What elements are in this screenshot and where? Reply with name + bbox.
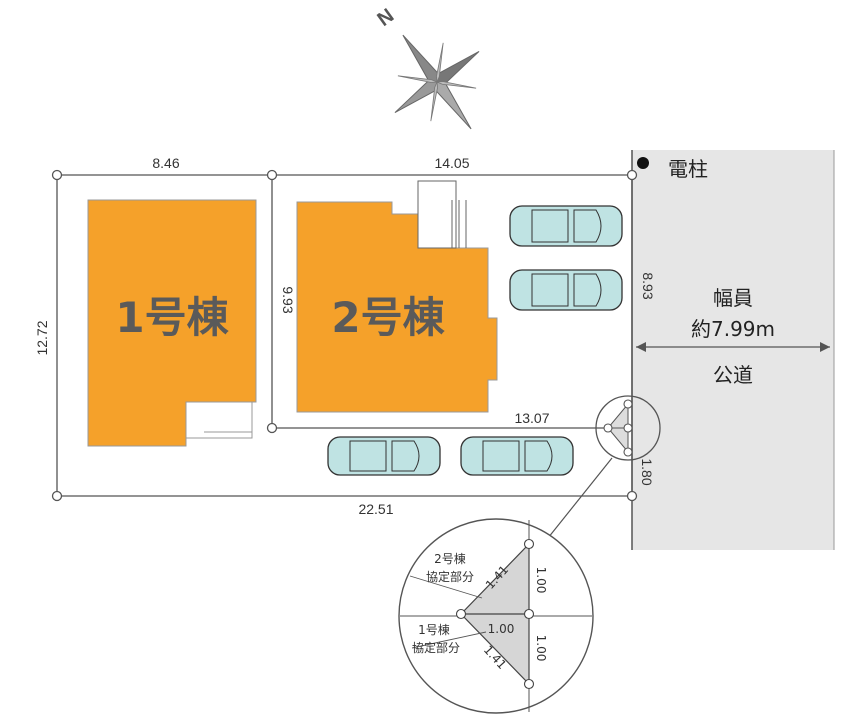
building-1-label: 1号棟	[115, 293, 229, 342]
building-2-porch	[417, 180, 457, 249]
detail-connector-line	[547, 457, 613, 539]
dim-left-side: 12.72	[34, 320, 50, 355]
dim-bottom: 22.51	[358, 501, 393, 517]
utility-pole-label: 電柱	[668, 157, 708, 181]
road-width-arrow	[636, 342, 830, 352]
detail-share-1-line2: 協定部分	[412, 640, 460, 655]
building-2	[296, 201, 498, 413]
corner-detail-enlarged	[398, 518, 594, 714]
dim-top-left: 8.46	[152, 155, 179, 171]
compass-north-label: N	[374, 5, 399, 31]
car-3	[327, 436, 441, 476]
public-road	[632, 150, 834, 550]
lot-boundary	[56, 174, 633, 497]
detail-share-2-line2: 協定部分	[426, 569, 474, 584]
corner-detail-marker	[595, 395, 661, 461]
boundary-markers	[51, 169, 638, 502]
dim-corner: 1.80	[639, 458, 655, 485]
car-4	[460, 436, 574, 476]
detail-right-top: 1.00	[534, 567, 548, 594]
dim-right-side: 8.93	[640, 272, 656, 299]
detail-right-bottom: 1.00	[534, 635, 548, 662]
road-width-value: 約7.99m	[691, 317, 775, 341]
dim-top-right: 14.05	[434, 155, 469, 171]
compass-star-icon	[394, 34, 480, 130]
detail-share-2-line1: 2号棟	[434, 551, 466, 566]
utility-pole-icon	[637, 157, 649, 169]
car-1	[509, 205, 623, 247]
dim-inner-bottom: 13.07	[514, 410, 549, 426]
building-2-label: 2号棟	[331, 293, 445, 342]
detail-center: 1.00	[488, 622, 515, 636]
road-name: 公道	[713, 363, 753, 387]
building-1-entrance	[185, 401, 253, 439]
dim-middle-side: 9.93	[280, 286, 296, 313]
detail-share-1-line1: 1号棟	[418, 622, 450, 637]
car-2	[509, 269, 623, 311]
road-width-label: 幅員	[713, 286, 753, 310]
